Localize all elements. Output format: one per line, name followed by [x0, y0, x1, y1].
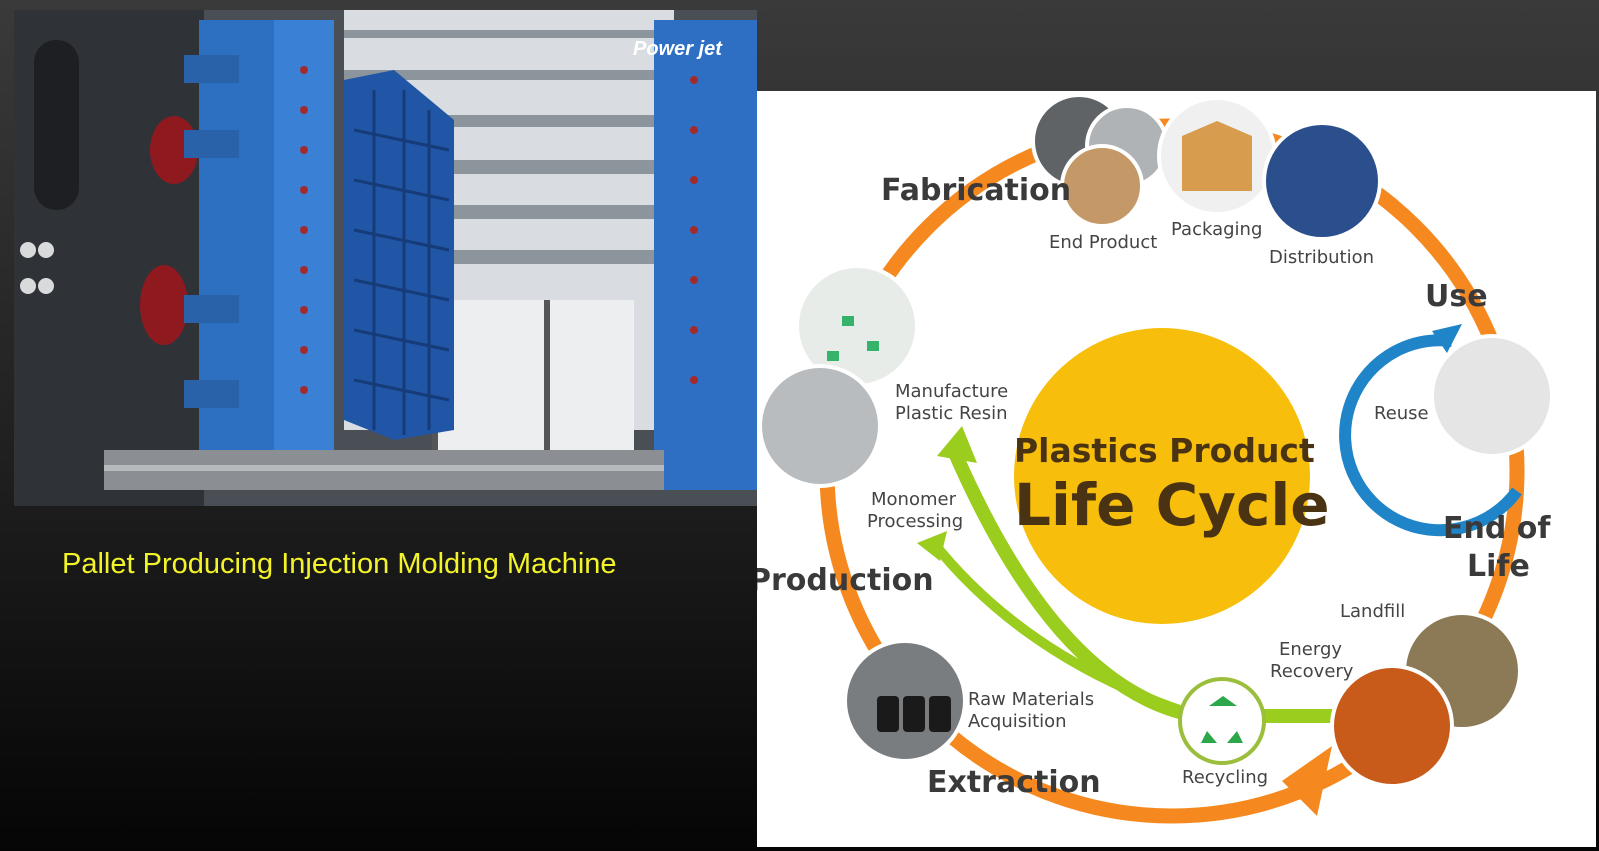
- step-manufacture-line1: Manufacture: [895, 381, 1009, 402]
- step-end-product: End Product: [1049, 232, 1158, 253]
- recycling-icon: [1178, 677, 1266, 765]
- powerjet-logo: Power jet: [633, 38, 722, 60]
- step-raw-materials-line1: Raw Materials: [968, 689, 1095, 710]
- green-arrowhead-icon: [917, 531, 947, 561]
- plastics-life-cycle-diagram: Plastics Product Life Cycle Fabrication …: [757, 91, 1596, 847]
- step-energy-recovery-line2: Recovery: [1270, 661, 1354, 682]
- reuse-arrow-icon: [1432, 324, 1462, 353]
- diagram-title-line1: Plastics Product: [1014, 431, 1315, 470]
- stage-fabrication: Fabrication: [881, 173, 1072, 208]
- step-reuse: Reuse: [1374, 403, 1429, 424]
- injection-molding-machine-photo: Power jet: [14, 10, 757, 506]
- step-monomer-line2: Processing: [867, 511, 964, 532]
- photo-caption: Pallet Producing Injection Molding Machi…: [62, 548, 617, 580]
- diagram-title-line2: Life Cycle: [1014, 471, 1330, 539]
- step-energy-recovery-line1: Energy: [1279, 639, 1343, 660]
- factory-icon: [758, 364, 882, 488]
- cycle-arrow-icon: [1282, 746, 1332, 816]
- stage-production: Production: [757, 563, 934, 598]
- cycle-graphics: [758, 93, 1554, 824]
- green-arrowhead-icon: [937, 426, 977, 463]
- reuse-bottle-icon: [1430, 334, 1554, 458]
- stage-extraction: Extraction: [927, 765, 1101, 800]
- reuse-loop: [1339, 334, 1522, 537]
- stage-end-of-life-line1: End of: [1443, 511, 1551, 546]
- stage-end-of-life-line2: Life: [1467, 549, 1530, 584]
- step-raw-materials-line2: Acquisition: [968, 711, 1067, 732]
- step-monomer-line1: Monomer: [871, 489, 956, 510]
- machine-illustration: [14, 10, 757, 506]
- title-circle: [1014, 328, 1310, 624]
- recycle-arrow-monomer: [928, 537, 1199, 721]
- step-landfill: Landfill: [1340, 601, 1406, 622]
- end-product-icon: [1060, 144, 1144, 228]
- energy-recovery-icon: [1330, 664, 1454, 788]
- step-packaging: Packaging: [1171, 219, 1263, 240]
- step-manufacture-line2: Plastic Resin: [895, 403, 1008, 424]
- stage-use: Use: [1425, 279, 1488, 314]
- distribution-truck-icon: [1262, 121, 1382, 241]
- step-distribution: Distribution: [1269, 247, 1375, 268]
- step-recycling: Recycling: [1182, 767, 1269, 788]
